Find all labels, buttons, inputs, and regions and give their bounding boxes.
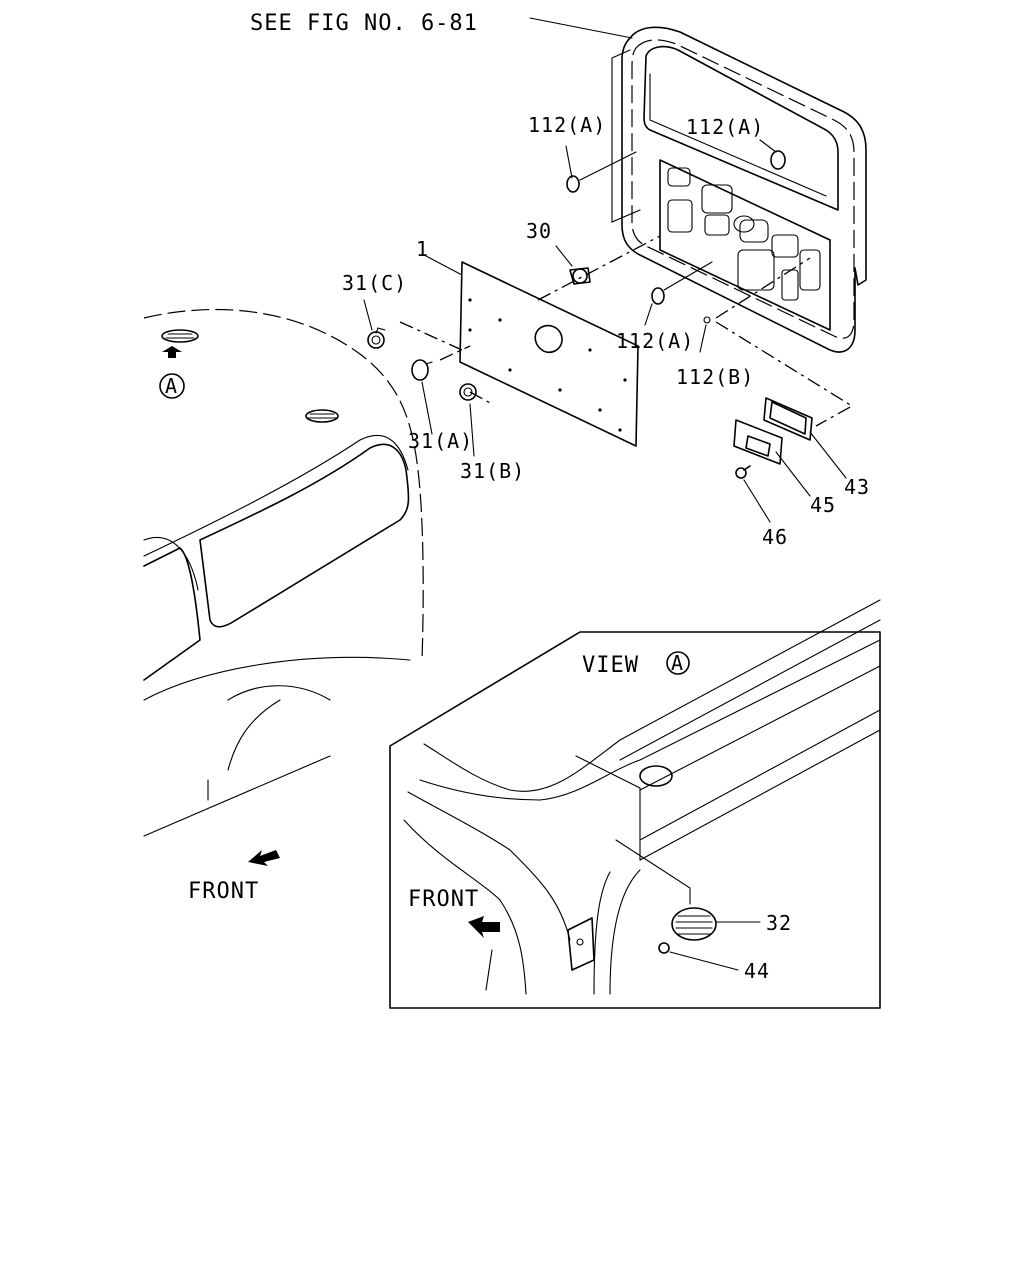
front-label-main: FRONT xyxy=(188,879,259,904)
trim-panel xyxy=(399,235,661,447)
label-part-43: 43 xyxy=(844,475,870,499)
front-label-inset: FRONT xyxy=(408,887,479,912)
view-a-ref: A xyxy=(671,651,684,675)
see-fig-label: SEE FIG NO. 6-81 xyxy=(250,11,478,36)
label-part-112b: 112(B) xyxy=(676,365,754,389)
label-part-31c: 31(C) xyxy=(342,271,407,295)
screw-46 xyxy=(735,465,771,523)
view-a-inset xyxy=(389,599,881,1009)
label-part-46: 46 xyxy=(762,525,788,549)
lamp-plate xyxy=(733,419,811,497)
lamp-gasket xyxy=(715,321,854,479)
label-part-112a-2: 112(A) xyxy=(686,115,764,139)
label-part-30: 30 xyxy=(526,219,552,243)
view-a-title: VIEW xyxy=(582,653,639,678)
ref-a-marker: A xyxy=(165,374,178,398)
label-part-112a-1: 112(A) xyxy=(528,113,606,137)
label-part-31b: 31(B) xyxy=(460,459,525,483)
label-part-45: 45 xyxy=(810,493,836,517)
clip-31b xyxy=(459,383,477,457)
label-part-1: 1 xyxy=(416,237,429,261)
tailgate xyxy=(529,17,867,353)
clip-30 xyxy=(555,245,591,285)
vehicle-body xyxy=(143,308,424,866)
label-part-44: 44 xyxy=(744,959,770,983)
label-part-31a: 31(A) xyxy=(408,429,473,453)
clip-31c xyxy=(363,299,386,349)
label-part-112a-3: 112(A) xyxy=(616,329,694,353)
clip-31a xyxy=(411,359,433,435)
label-part-32: 32 xyxy=(766,911,792,935)
